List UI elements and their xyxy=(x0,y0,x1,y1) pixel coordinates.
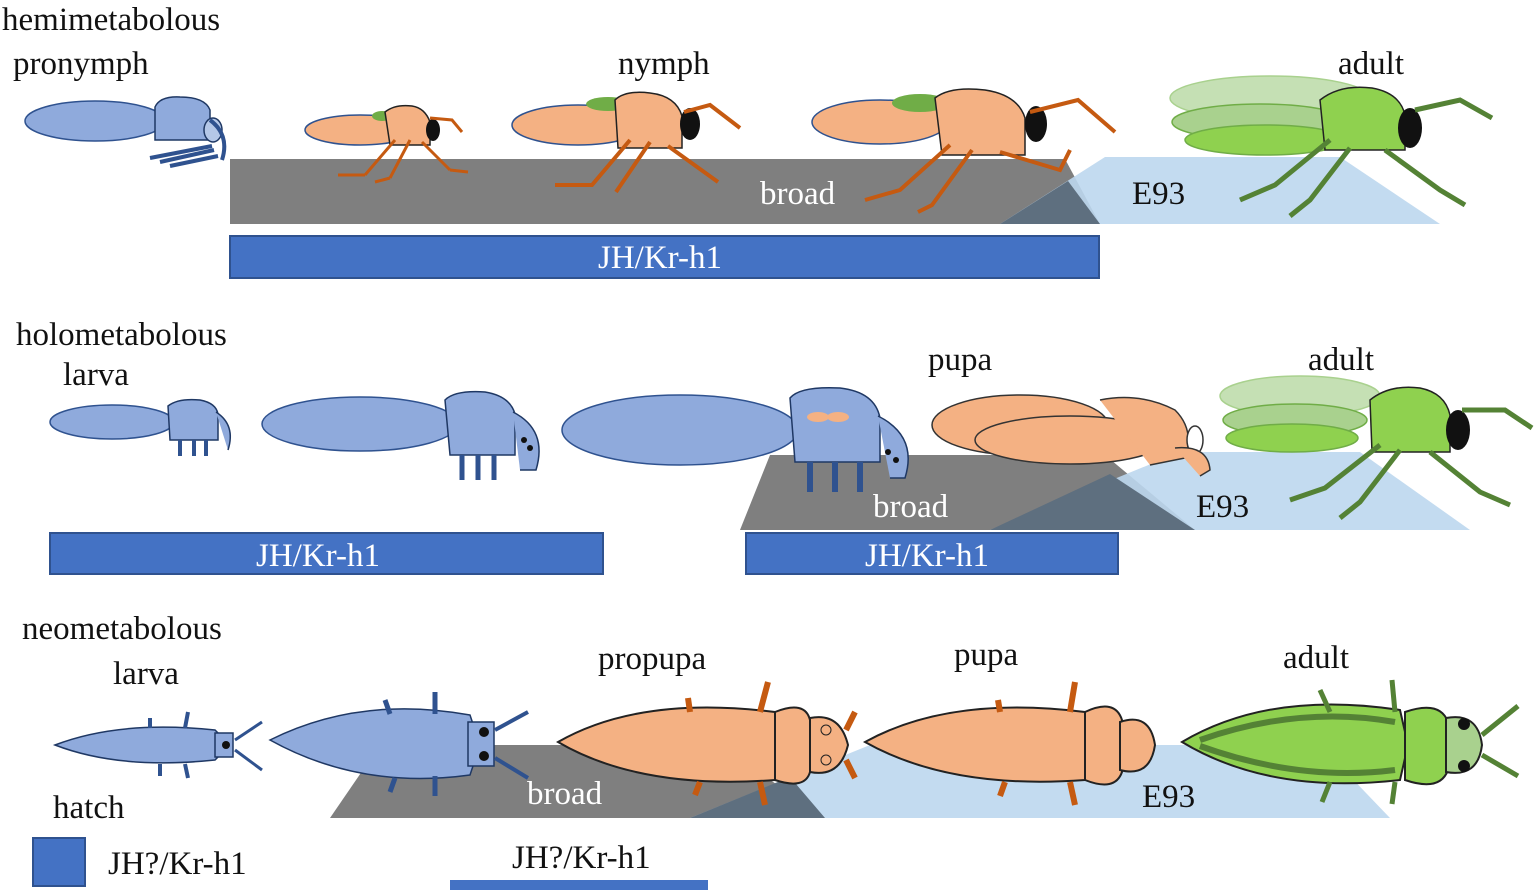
pronymph-icon xyxy=(24,96,227,168)
hemi-broad-label: broad xyxy=(760,176,836,212)
nymph-icon-medium xyxy=(511,91,742,194)
larva-icon-neo-small xyxy=(52,711,263,779)
legend-label: JH?/Kr-h1 xyxy=(108,846,247,882)
hemi-stage-adult: adult xyxy=(1338,46,1404,82)
adult-insect-icon-holo xyxy=(1219,375,1534,520)
neo-stage-larva: larva xyxy=(113,656,179,692)
nymph-icon-small xyxy=(304,104,469,184)
neo-stage-propupa: propupa xyxy=(598,641,707,677)
pupa-icon-neo xyxy=(862,681,1157,806)
holo-section xyxy=(49,375,1534,575)
holo-broad-label: broad xyxy=(873,489,949,525)
neo-section xyxy=(32,679,1520,890)
neo-stage-pupa: pupa xyxy=(954,637,1019,673)
adult-insect-icon-hemi xyxy=(1169,75,1494,218)
neo-jh-label: JH?/Kr-h1 xyxy=(512,840,651,876)
propupa-icon xyxy=(556,681,858,806)
pupa-icon-holo xyxy=(931,394,1211,477)
larva-icon-large xyxy=(561,386,909,492)
hemi-type-label: hemimetabolous xyxy=(2,2,221,38)
holo-stage-larva: larva xyxy=(63,357,129,393)
hemi-overlap xyxy=(1000,181,1100,224)
legend-swatch xyxy=(32,837,86,887)
hemi-broad-region xyxy=(230,159,1100,224)
hemi-jh-bar xyxy=(229,235,1100,279)
larva-icon-neo-large xyxy=(268,692,530,796)
holo-jh-bar-1 xyxy=(49,532,604,575)
holo-jh-label-1: JH/Kr-h1 xyxy=(256,538,380,574)
holo-jh-bar-2 xyxy=(745,532,1119,575)
neo-overlap xyxy=(690,777,825,818)
holo-overlap xyxy=(990,474,1195,530)
neo-stage-adult: adult xyxy=(1283,640,1349,676)
hemi-jh-label: JH/Kr-h1 xyxy=(598,240,722,276)
neo-hatch-label: hatch xyxy=(53,790,125,826)
holo-e93-label: E93 xyxy=(1196,489,1250,525)
thrips-adult-icon xyxy=(1180,679,1520,805)
neo-broad-label: broad xyxy=(527,776,603,812)
hemi-e93-label: E93 xyxy=(1132,176,1186,212)
holo-stage-adult: adult xyxy=(1308,342,1374,378)
nymph-icon-large xyxy=(811,88,1117,214)
holo-jh-label-2: JH/Kr-h1 xyxy=(865,538,989,574)
holo-stage-pupa: pupa xyxy=(928,342,993,378)
larva-icon-medium xyxy=(261,390,540,480)
hemi-section xyxy=(24,75,1494,279)
hemi-stage-nymph: nymph xyxy=(618,46,710,82)
neo-jh-bar xyxy=(450,880,708,890)
holo-type-label: holometabolous xyxy=(16,317,227,353)
larva-icon-small xyxy=(49,398,231,456)
neo-e93-label: E93 xyxy=(1142,779,1196,815)
neo-type-label: neometabolous xyxy=(22,611,222,647)
hemi-stage-pronymph: pronymph xyxy=(13,46,149,82)
